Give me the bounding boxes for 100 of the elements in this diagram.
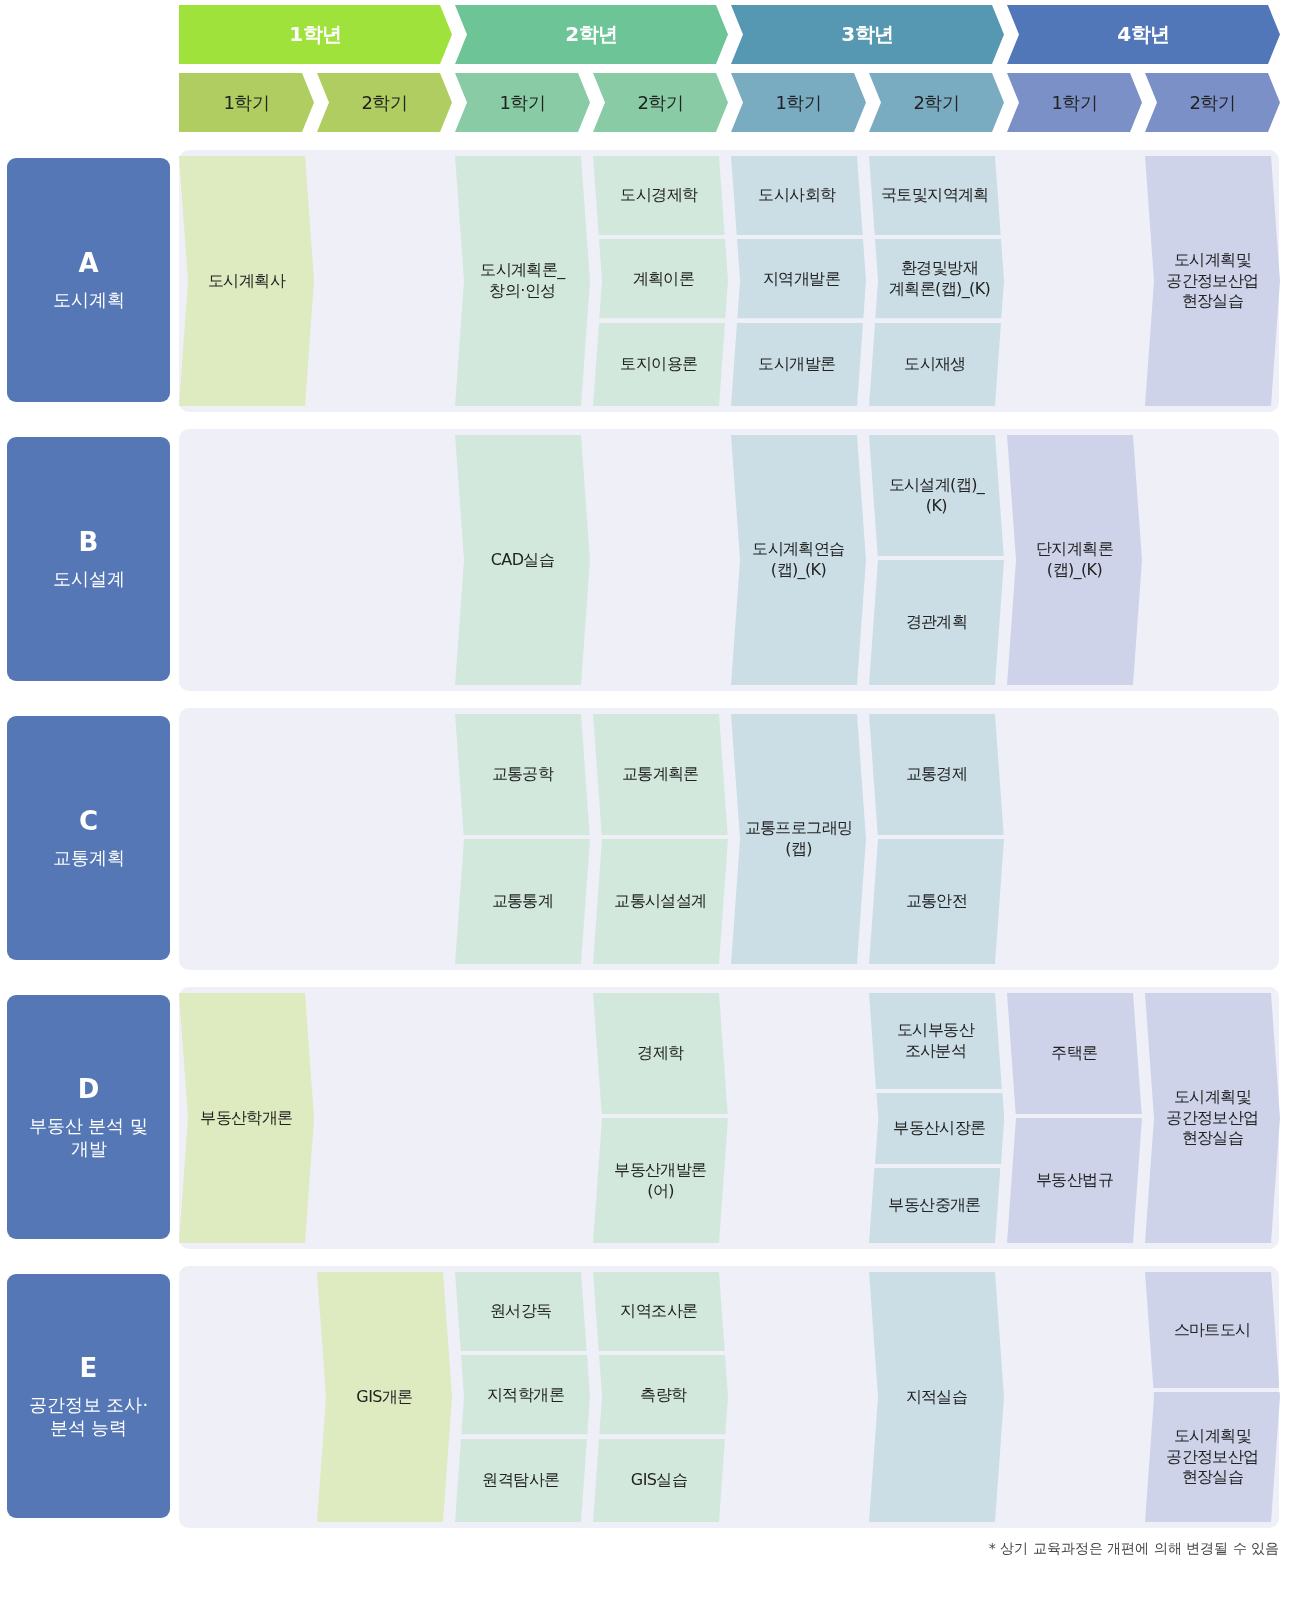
course-card <box>593 714 728 835</box>
course-card <box>869 435 1004 556</box>
course-name: 도시계획및 공간정보산업 현장실습 <box>1165 1425 1260 1489</box>
course-card <box>593 156 725 236</box>
category-box <box>7 716 170 960</box>
course-card <box>593 839 728 964</box>
course-name: 원격탐사론 <box>482 1469 560 1491</box>
course-card <box>455 435 590 685</box>
course-card <box>455 714 590 835</box>
course-card <box>593 1438 725 1522</box>
course-card <box>461 1355 590 1435</box>
course-card <box>599 1355 728 1435</box>
course-card <box>731 435 866 685</box>
semester-label: 1학기 <box>499 90 546 115</box>
course-name: 교통프로그래밍 (캡) <box>743 818 854 860</box>
course-card <box>1007 1118 1142 1243</box>
course-name: 국토및지역계획 <box>880 185 989 207</box>
course-card <box>1007 435 1142 685</box>
course-name: 부동산개발론 (어) <box>613 1159 708 1202</box>
course-name: 교통안전 <box>905 891 968 912</box>
semester-label: 2학기 <box>361 90 408 115</box>
course-card <box>869 1168 1001 1243</box>
course-card <box>1145 1272 1280 1388</box>
course-card <box>1007 993 1142 1114</box>
course-name: 경제학 <box>637 1043 684 1064</box>
category-letter: E <box>79 1352 98 1383</box>
course-name: 원서강독 <box>490 1301 552 1323</box>
course-card <box>1145 156 1280 406</box>
course-card <box>869 1272 1004 1522</box>
course-card <box>1145 1392 1280 1522</box>
course-name: 도시경제학 <box>620 185 698 207</box>
course-name: 계획이론 <box>632 268 695 290</box>
course-card <box>731 156 863 236</box>
course-name: 환경및방재 계획론(캡)_(K) <box>887 258 992 300</box>
category-name: 도시계획 <box>51 288 126 312</box>
course-name: 교통통계 <box>491 891 554 912</box>
year-label: 1학년 <box>289 21 342 48</box>
year-header <box>179 5 452 64</box>
year-label: 3학년 <box>841 21 894 48</box>
course-card <box>731 714 866 964</box>
course-card <box>455 839 590 964</box>
course-name: 스마트도시 <box>1173 1319 1251 1341</box>
course-name: GIS실습 <box>630 1469 688 1491</box>
category-name: 부동산 분석 및 개발 <box>27 1113 150 1161</box>
year-label: 2학년 <box>565 21 618 48</box>
course-card <box>179 993 314 1243</box>
course-card <box>599 239 728 319</box>
course-card <box>869 839 1004 964</box>
course-name: GIS개론 <box>356 1386 413 1408</box>
course-name: 도시부동산 조사분석 <box>895 1020 976 1062</box>
course-name: 도시개발론 <box>758 353 836 375</box>
course-name: 도시계획론_ 창의·인성 <box>479 260 567 302</box>
course-card <box>593 993 728 1114</box>
course-card <box>179 156 314 406</box>
semester-label: 1학기 <box>223 90 270 115</box>
semester-header <box>179 73 314 132</box>
course-name: 부동산중개론 <box>888 1195 981 1216</box>
category-letter: B <box>78 527 99 558</box>
course-name: 지적실습 <box>905 1386 968 1408</box>
year-label: 4학년 <box>1117 21 1170 48</box>
course-card <box>1145 993 1280 1243</box>
category-letter: C <box>78 806 99 837</box>
course-card <box>593 1118 728 1243</box>
course-name: 도시재생 <box>904 353 966 375</box>
course-name: CAD실습 <box>490 549 555 571</box>
course-name: 교통경제 <box>905 764 968 785</box>
category-box <box>7 1274 170 1518</box>
category-name: 교통계획 <box>51 846 126 870</box>
course-name: 교통계획론 <box>621 764 699 785</box>
course-name: 교통시설설계 <box>614 891 707 912</box>
course-card <box>874 1093 1004 1164</box>
category-box <box>7 158 170 402</box>
course-name: 지역개발론 <box>763 268 840 290</box>
category-letter: A <box>78 248 99 279</box>
course-name: 부동산시장론 <box>893 1118 986 1139</box>
course-card <box>455 1272 587 1352</box>
category-box <box>7 995 170 1239</box>
course-name: 도시계획사 <box>208 270 285 292</box>
course-name: 부동산법규 <box>1036 1170 1113 1191</box>
course-card <box>737 239 866 319</box>
course-card <box>731 322 863 406</box>
semester-label: 2학기 <box>913 90 960 115</box>
course-name: 부동산학개론 <box>200 1107 293 1129</box>
semester-label: 1학기 <box>1051 90 1098 115</box>
semester-label: 2학기 <box>637 90 684 115</box>
course-card <box>869 993 1002 1089</box>
course-name: 도시계획및 공간정보산업 현장실습 <box>1165 249 1260 313</box>
semester-label: 1학기 <box>775 90 822 115</box>
course-card <box>455 156 590 406</box>
course-name: 주택론 <box>1051 1043 1098 1064</box>
course-card <box>455 1438 587 1522</box>
category-name: 공간정보 조사·분석 능력 <box>27 1392 150 1440</box>
semester-label: 2학기 <box>1189 90 1236 115</box>
course-name: 경관계획 <box>905 612 968 633</box>
course-name: 교통공학 <box>491 764 554 785</box>
course-name: 도시설계(캡)_ (K) <box>887 474 986 517</box>
course-name: 측량학 <box>640 1384 687 1406</box>
footnote: * 상기 교육과정은 개편에 의해 변경될 수 있음 <box>988 1540 1279 1558</box>
course-name: 지적학개론 <box>487 1384 564 1406</box>
course-card <box>869 714 1004 835</box>
